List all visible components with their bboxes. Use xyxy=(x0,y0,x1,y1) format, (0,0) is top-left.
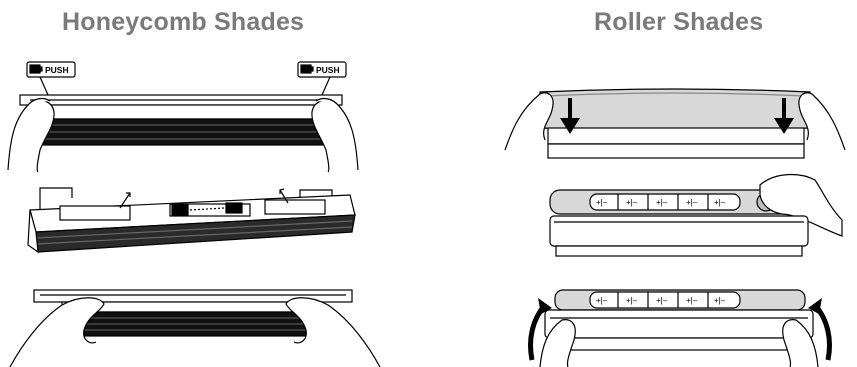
polarity-mark: +|– xyxy=(686,198,698,207)
roller-step-2: +|– +|– +|– +|– +|– xyxy=(549,174,843,257)
roller-step-1 xyxy=(504,88,846,159)
push-label-right: PUSH xyxy=(297,61,347,78)
hand-icon xyxy=(759,174,843,237)
push-text-left: PUSH xyxy=(45,65,69,75)
up-arrow-icon xyxy=(808,298,822,314)
polarity-mark: +|– xyxy=(656,198,668,207)
roller-shades-title: Roller Shades xyxy=(594,8,764,36)
polarity-mark: +|– xyxy=(596,198,608,207)
honeycomb-step-1: PUSH PUSH xyxy=(7,61,359,173)
down-arrow-icon xyxy=(560,98,580,134)
up-arrow-icon xyxy=(813,303,832,361)
honeycomb-step-3 xyxy=(9,289,381,367)
hand-icon xyxy=(9,297,105,367)
hand-icon xyxy=(504,92,554,151)
hand-icon xyxy=(539,319,576,367)
hand-icon xyxy=(782,319,819,367)
polarity-mark: +|– xyxy=(656,296,668,305)
push-label-left: PUSH xyxy=(26,61,76,78)
battery-push-icon xyxy=(29,64,43,74)
polarity-mark: +|– xyxy=(686,296,698,305)
honeycomb-step-2 xyxy=(27,187,356,254)
polarity-mark: +|– xyxy=(626,198,638,207)
polarity-mark: +|– xyxy=(714,198,726,207)
push-text-right: PUSH xyxy=(316,65,340,75)
down-arrow-icon xyxy=(774,98,794,134)
hand-icon xyxy=(7,97,55,173)
hand-icon xyxy=(798,92,846,151)
battery-push-icon xyxy=(300,64,314,74)
hand-icon xyxy=(285,297,381,367)
polarity-mark: +|– xyxy=(596,296,608,305)
up-arrow-icon xyxy=(538,298,552,314)
roller-step-3: +|– +|– +|– +|– +|– xyxy=(528,289,832,367)
polarity-mark: +|– xyxy=(714,296,726,305)
honeycomb-shades-title: Honeycomb Shades xyxy=(62,8,305,36)
hand-icon xyxy=(311,97,359,173)
polarity-mark: +|– xyxy=(626,296,638,305)
